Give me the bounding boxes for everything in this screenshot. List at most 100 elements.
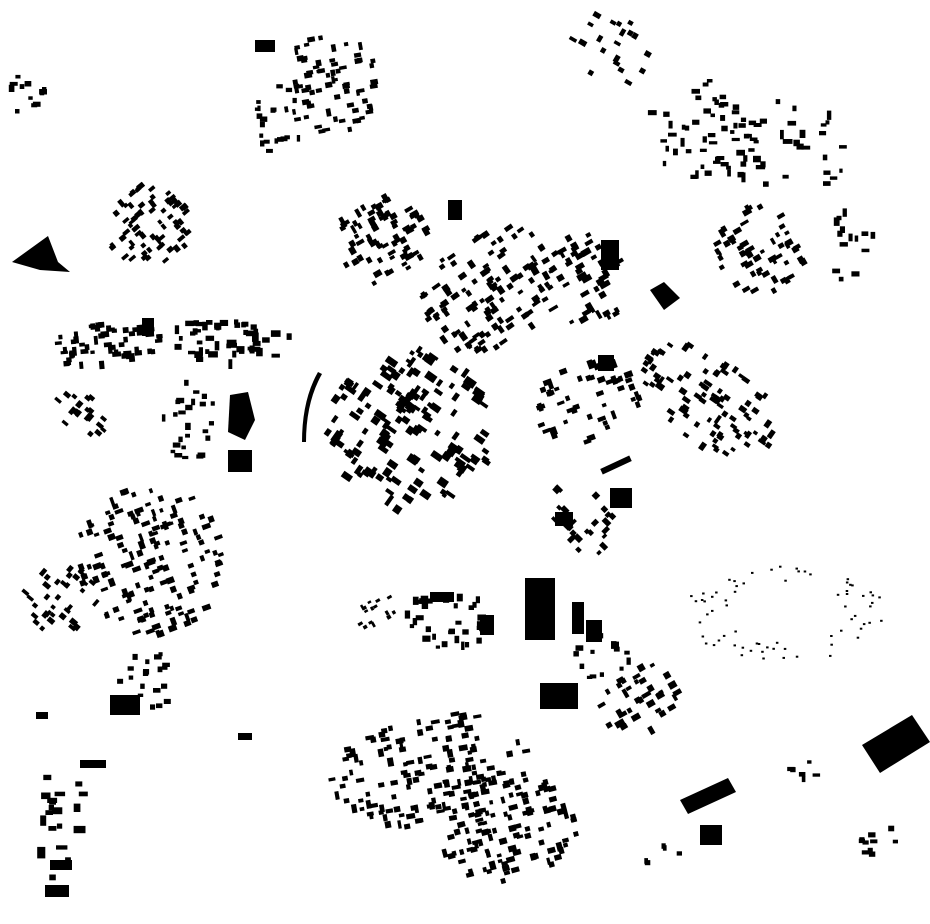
building — [68, 623, 77, 632]
building — [384, 355, 399, 368]
building — [795, 655, 799, 658]
building — [62, 390, 72, 399]
building — [451, 808, 458, 815]
building — [199, 401, 206, 407]
building — [78, 791, 88, 797]
building — [537, 421, 546, 428]
building — [561, 837, 570, 844]
building — [471, 300, 479, 308]
building — [751, 406, 760, 415]
building — [488, 860, 497, 871]
building — [833, 217, 840, 226]
building — [604, 310, 612, 320]
building — [169, 512, 178, 519]
building — [148, 487, 154, 494]
building — [537, 826, 545, 832]
building — [774, 231, 781, 238]
building — [355, 439, 364, 448]
building — [250, 324, 257, 330]
building — [456, 463, 468, 474]
building — [214, 559, 222, 565]
building — [143, 612, 150, 619]
building — [117, 615, 125, 622]
building — [725, 604, 728, 607]
building — [477, 821, 484, 827]
building — [479, 758, 487, 764]
building — [330, 43, 337, 53]
building — [303, 114, 310, 120]
building — [366, 811, 374, 817]
building — [355, 777, 365, 783]
building — [830, 635, 833, 637]
building — [143, 586, 150, 593]
building — [569, 241, 579, 250]
building — [472, 601, 477, 608]
building — [234, 319, 239, 325]
building — [410, 805, 417, 811]
building — [447, 724, 454, 730]
building — [161, 683, 168, 689]
building — [741, 207, 753, 217]
building — [748, 120, 757, 126]
building — [196, 454, 204, 459]
building — [715, 591, 718, 594]
building — [180, 528, 189, 536]
building — [742, 582, 745, 585]
building — [137, 208, 145, 216]
building — [549, 429, 558, 440]
building — [484, 306, 491, 313]
building — [823, 181, 831, 186]
building — [799, 129, 806, 139]
building — [380, 212, 389, 222]
building — [351, 446, 363, 458]
building — [508, 803, 519, 811]
building — [640, 366, 649, 374]
building — [411, 249, 420, 257]
building — [508, 792, 514, 798]
building — [416, 351, 424, 359]
building — [507, 814, 513, 821]
building — [212, 549, 219, 557]
building — [628, 383, 636, 392]
building — [793, 139, 800, 147]
building — [787, 766, 795, 772]
building — [714, 247, 721, 255]
building — [391, 794, 397, 800]
building — [501, 264, 511, 275]
building — [342, 261, 350, 269]
building — [829, 654, 832, 657]
building — [145, 332, 155, 338]
building — [717, 431, 724, 438]
building — [505, 855, 516, 864]
building — [615, 681, 623, 689]
building — [602, 279, 611, 288]
building — [447, 441, 460, 454]
building — [719, 362, 728, 371]
building — [394, 415, 404, 425]
building — [604, 511, 612, 519]
building — [740, 117, 747, 122]
building — [388, 212, 398, 221]
building — [351, 107, 360, 114]
building — [521, 748, 531, 754]
building — [110, 695, 140, 715]
building — [848, 233, 853, 242]
building — [123, 560, 134, 569]
building — [596, 375, 606, 384]
building — [862, 840, 869, 845]
building — [601, 517, 612, 527]
building — [667, 703, 677, 712]
building — [65, 603, 74, 612]
building — [448, 200, 462, 220]
building — [147, 198, 155, 206]
building — [699, 148, 707, 152]
building — [60, 350, 69, 355]
building — [854, 235, 859, 242]
building — [19, 84, 25, 90]
building — [522, 809, 530, 816]
building — [354, 208, 363, 218]
building — [551, 516, 558, 524]
building — [787, 120, 797, 126]
building — [406, 777, 413, 786]
building — [706, 613, 709, 616]
